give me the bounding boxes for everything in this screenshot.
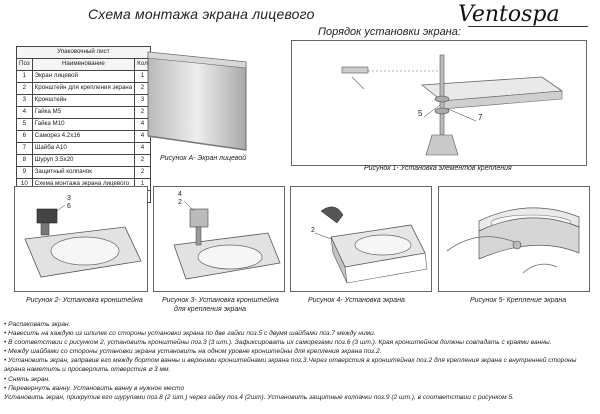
row-pos: 4 [16, 106, 33, 119]
logo-underline [468, 26, 588, 27]
row-qty: 4 [134, 142, 151, 155]
instruction-line: Установить экран, прикрутив его шурупами… [4, 393, 514, 401]
row-name: Гайка М10 [31, 118, 136, 131]
figure-1-caption: Рисунок 1- Установка элементов крепления [364, 165, 512, 172]
screen-bracket-install-illustration [173, 200, 281, 280]
figure-3-caption-line2: для крепления экрана [174, 306, 246, 313]
row-pos: 7 [16, 142, 33, 155]
figure-5-caption: Рисунок 5- Крепление экрана [470, 297, 567, 304]
row-pos: 1 [16, 70, 33, 83]
row-name: Гайка М5 [31, 106, 136, 119]
figure-1-label-7: 7 [478, 113, 483, 122]
instruction-line: • Между шайбами со стороны установки экр… [4, 348, 382, 356]
figure-4-caption: Рисунок 4- Установка экрана [308, 297, 405, 304]
figure-2-caption: Рисунок 2- Установка кронштейна [26, 297, 143, 304]
figure-1-frame: 5 7 [291, 40, 587, 166]
row-name: Саморез 4.2х16 [31, 130, 136, 143]
figure-3-caption-line1: Рисунок 3- Установка кронштейна [162, 297, 279, 304]
instruction-line: • В соответствии с рисунком 2, установит… [4, 339, 552, 347]
front-screen-illustration [147, 51, 247, 151]
brand-logo: Ventospa [458, 2, 560, 27]
row-qty: 2 [134, 166, 151, 179]
row-pos: 9 [16, 166, 33, 179]
screen-fastening-illustration [446, 207, 580, 274]
figure-2-frame: 3 6 [14, 186, 148, 292]
page-title: Схема монтажа экрана лицевого [88, 6, 315, 22]
row-qty: 2 [134, 154, 151, 167]
figure-5-frame [438, 186, 590, 292]
figure-1-label-5: 5 [418, 109, 423, 118]
instruction-line: • Перевернуть ванну. Установить ванну в … [4, 384, 185, 392]
mounting-elements-illustration [341, 54, 564, 156]
instruction-line: • Навесить на каждую из шпилек со сторон… [4, 330, 376, 338]
row-name: Шайба А10 [31, 142, 136, 155]
figure-2-label-6: 6 [67, 203, 71, 210]
figure-3-label-4: 4 [178, 191, 182, 198]
bracket-install-illustration [24, 204, 142, 278]
row-pos: 8 [16, 154, 33, 167]
figure-4-label-2: 2 [311, 227, 315, 234]
row-pos: 6 [16, 130, 33, 143]
row-pos: 3 [16, 94, 33, 107]
installation-instructions: • Распаковать экран. • Навесить на каждую… [4, 320, 596, 402]
row-name: Кронштейн для крепления экрана [31, 82, 136, 95]
instruction-line: экрана наметить и просверлить отверстия … [4, 366, 171, 374]
row-name: Защитный колпачок [31, 166, 136, 179]
instruction-line: • Установить экран, заправив его между б… [4, 357, 577, 365]
row-name: Шуруп 3.5х20 [31, 154, 136, 167]
figure-3-label-2: 2 [178, 199, 182, 206]
installation-order-heading: Порядок установки экрана: [318, 26, 461, 38]
column-header-pos: Поз [16, 58, 33, 71]
figure-4-frame: 2 [290, 186, 432, 292]
column-header-name: Наименование [31, 58, 136, 71]
row-pos: 5 [16, 118, 33, 131]
row-name: Экран лицевой [31, 70, 136, 83]
row-pos: 2 [16, 82, 33, 95]
screen-install-illustration [314, 206, 428, 284]
packing-list-caption: Упаковочный лист [16, 46, 151, 59]
instruction-line: • Распаковать экран. [4, 321, 71, 328]
row-name: Кронштейн [31, 94, 136, 107]
figure-2-label-3: 3 [67, 195, 71, 202]
figure-3-frame: 4 2 [153, 186, 285, 292]
figure-a-caption: Рисунок А- Экран лицевой [160, 155, 247, 162]
instruction-line: • Снять экран. [4, 375, 50, 383]
